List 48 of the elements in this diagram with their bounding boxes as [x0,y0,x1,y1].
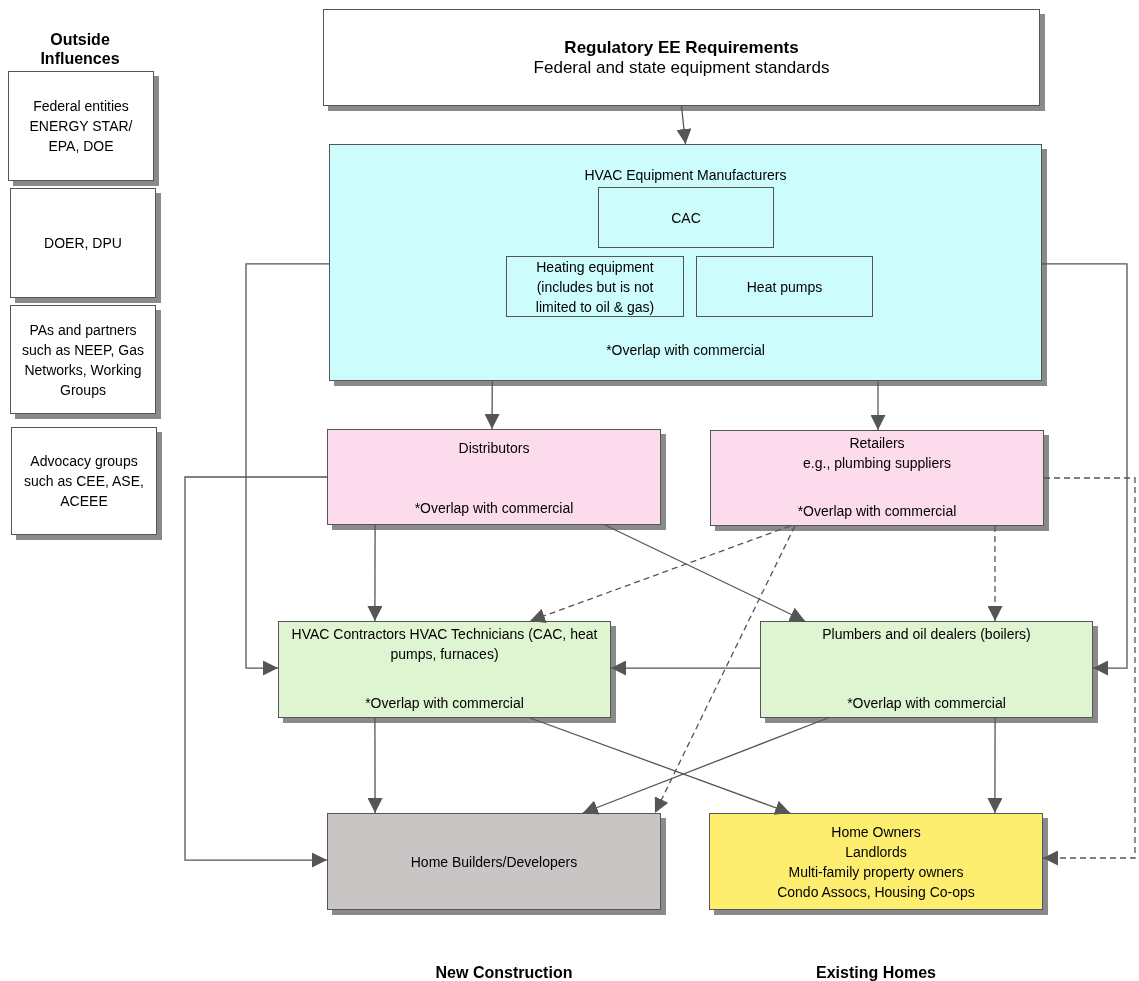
arrow [529,525,791,623]
equipment-box [506,256,684,317]
node-text: *Overlap with commercial [414,499,574,518]
node-text: Plumbers and oil dealers (boilers) [822,625,1031,644]
arrow [604,524,806,622]
node-text: Regulatory EE Requirements [564,37,799,58]
node-text: Federal entities ENERGY STAR/ EPA, DOE [28,97,134,156]
node-text: Retailers [849,434,905,453]
arrow [582,717,829,815]
arrow [529,717,791,815]
arrow [987,717,1003,814]
arrow [1041,263,1128,676]
node-text: Federal and state equipment standards [533,57,830,78]
node-text: Landlords [845,842,907,862]
node-text: *Overlap with commercial [365,694,524,713]
node-text: HVAC Equipment Manufacturers [584,166,787,185]
node-text: Home Owners [831,822,921,842]
node-text: DOER, DPU [44,234,122,253]
arrow [987,525,1003,622]
node-text: Home Builders/Developers [410,852,578,872]
arrow [245,263,330,676]
node-text: *Overlap with commercial [847,694,1006,713]
arrow [484,380,500,430]
arrow [610,660,761,676]
node-text: *Overlap with commercial [797,502,957,521]
node-text: HVAC Contractors HVAC Technicians (CAC, heat pumps, furnaces) [290,625,599,664]
section-heading: New Construction [434,963,574,981]
equipment-box [598,187,774,248]
node-text: PAs and partners such as NEEP, Gas Networks, Working Groups [21,320,145,400]
node-text: Advocacy groups such as CEE, ASE, ACEEE [23,452,145,511]
node-text: Heating equipment (includes but is not limited to oil & gas) [534,257,656,317]
node-text: *Overlap with commercial [606,341,765,360]
section-heading: Existing Homes [815,963,937,981]
arrow [870,380,886,431]
arrow [654,525,796,814]
arrow [1042,477,1136,866]
arrow [367,717,383,814]
arrow [184,476,328,868]
equipment-box [696,256,873,317]
node-text: Distributors [458,439,530,458]
node-text: Condo Assocs, Housing Co-ops [777,882,975,902]
node-text: CAC [671,208,701,228]
arrow [367,524,383,622]
node-text: Heat pumps [746,277,823,297]
node-text: e.g., plumbing suppliers [803,454,951,473]
arrow [676,105,692,145]
section-heading: Outside Influences [39,30,121,68]
node-text: Multi-family property owners [788,862,964,882]
